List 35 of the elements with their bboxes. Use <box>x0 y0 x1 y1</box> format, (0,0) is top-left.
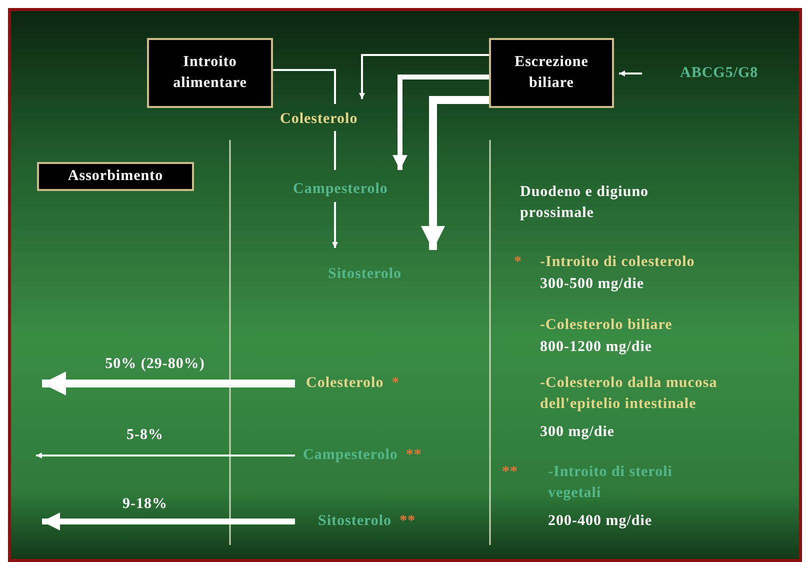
note-text: -Introito di steroli vegetali <box>548 463 674 503</box>
sterol-label: Campesterolo <box>293 179 388 200</box>
arrow <box>36 452 295 458</box>
sterol-label: Colesterolo <box>280 109 358 130</box>
edge-label: 5-8% <box>126 426 164 445</box>
note-text: 300-500 mg/die <box>540 275 646 294</box>
sterol-label: Colesterolo <box>306 375 384 391</box>
arrow <box>359 54 489 99</box>
arrow <box>392 74 489 170</box>
arrow <box>332 202 338 248</box>
arrow <box>619 70 642 76</box>
note-text: -Introito di colesterolo <box>540 253 696 272</box>
heading-box: Assorbimento <box>37 162 194 191</box>
note-text: 300 mg/die <box>540 423 616 442</box>
arrow <box>42 512 295 530</box>
asterisk-mark: ** <box>502 463 519 482</box>
asterisk-mark: * <box>392 375 400 391</box>
arrow <box>42 372 295 396</box>
sterol-label: Sitosterolo <box>328 264 402 285</box>
edge-label: 9-18% <box>122 495 168 514</box>
process-box: Escrezione biliare <box>489 38 614 108</box>
note-text: Duodeno e digiuno prossimale <box>520 183 650 223</box>
asterisk-mark: ** <box>406 447 422 463</box>
asterisk-mark: * <box>514 253 523 272</box>
arrow <box>421 96 489 250</box>
sterol-label: Sitosterolo <box>318 513 392 529</box>
note-text: -Colesterolo dalla mucosa dell'epitelio intestinale <box>540 374 718 414</box>
sterol-label: ABCG5/G8 <box>680 63 758 84</box>
edge-label: 50% (29-80%) <box>104 355 206 374</box>
asterisk-mark: ** <box>400 513 416 529</box>
process-box: Introito alimentare <box>147 38 273 108</box>
sterol-label: Campesterolo <box>303 447 398 463</box>
note-text: 200-400 mg/die <box>548 512 654 531</box>
note-text: 800-1200 mg/die <box>540 338 654 357</box>
note-text: -Colesterolo biliare <box>540 316 674 335</box>
